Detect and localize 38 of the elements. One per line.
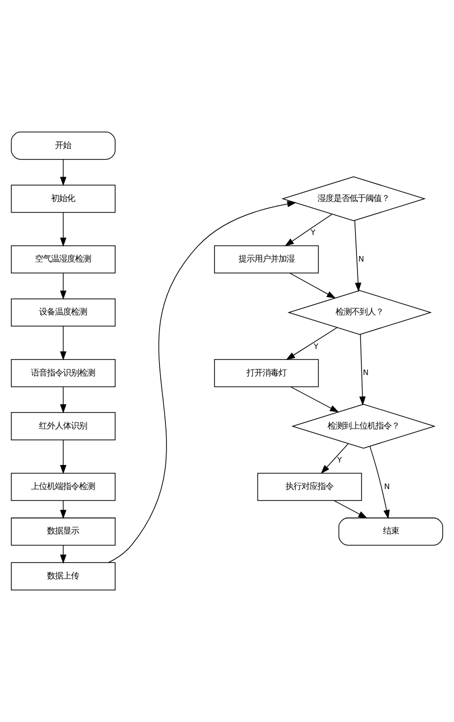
arrow (334, 500, 368, 518)
node-box: 数据上传 (10, 562, 116, 590)
node-box: 数据显示 (10, 518, 116, 546)
arrow (108, 200, 296, 563)
arrow (354, 220, 362, 292)
arrow (60, 544, 66, 564)
arrow (320, 443, 349, 474)
arrow (60, 386, 66, 414)
node-box: 初始化 (10, 184, 116, 213)
edge-label: Y (310, 228, 316, 238)
arrow (284, 214, 332, 246)
edge-label: Y (337, 456, 342, 465)
arrow (60, 212, 66, 247)
node-diamond: 湿度是否低于阈值？ (281, 176, 426, 222)
node-box: 语音指令识别检测 (10, 359, 116, 388)
arrow (286, 327, 338, 360)
node-box: 开始 (10, 132, 116, 160)
node-box: 红外人体识别 (10, 412, 116, 440)
arrow (370, 446, 390, 520)
node-box: 设备温度检测 (10, 298, 116, 326)
node-box: 空气温湿度检测 (10, 245, 116, 274)
edge-label: N (384, 482, 390, 491)
edge-label: N (362, 368, 369, 378)
node-box: 执行对应指令 (257, 472, 362, 501)
arrow (359, 334, 366, 406)
node-box: 打开消毒灯 (214, 359, 319, 388)
node-box: 结束 (338, 518, 444, 546)
arrow (60, 440, 66, 474)
arrow (290, 386, 339, 412)
arrow (60, 500, 66, 520)
arrow (290, 272, 336, 299)
arrow (60, 326, 66, 360)
edge-label: Y (314, 342, 318, 351)
node-box: 上位机端指令检测 (10, 472, 116, 501)
arrow (60, 272, 66, 300)
node-box: 提示用户并加湿 (214, 245, 319, 274)
arrow (60, 159, 66, 186)
edge-label: N (358, 254, 364, 264)
